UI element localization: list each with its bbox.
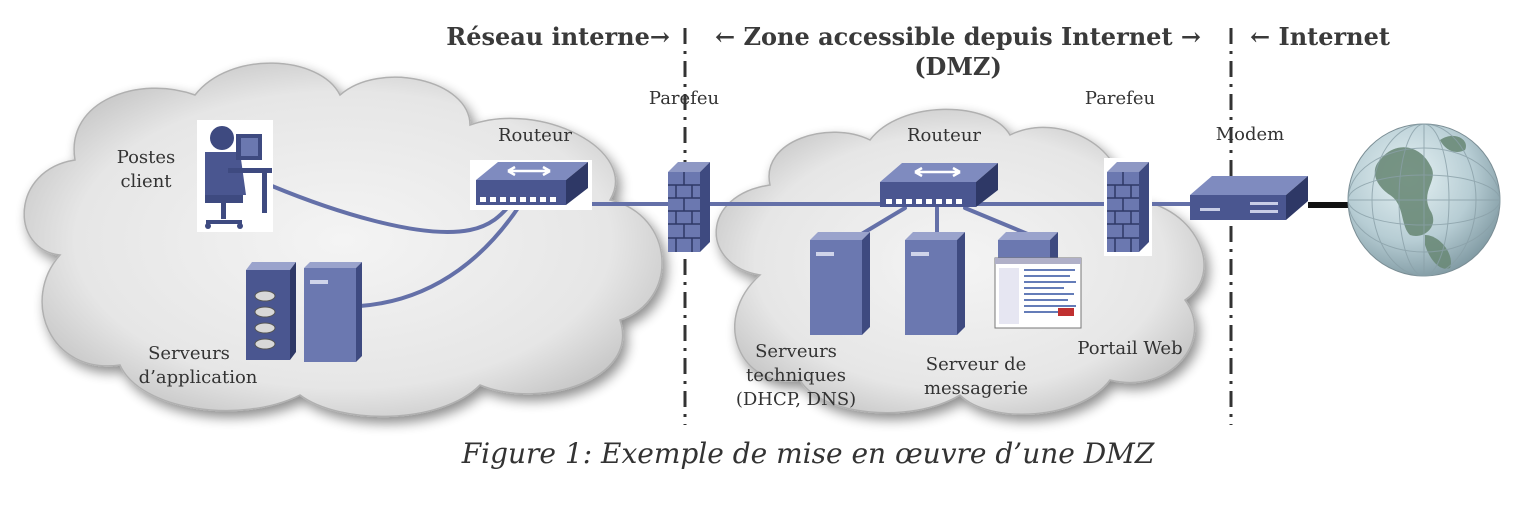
label-serveurs-techniques-line2: techniques — [746, 365, 846, 386]
label-modem: Modem — [1216, 124, 1285, 145]
cable-appserver-router — [358, 203, 522, 308]
label-serveurs-app-line2: d’application — [139, 367, 258, 388]
user-workstation-icon — [197, 120, 273, 232]
label-routeur-dmz: Routeur — [907, 125, 981, 146]
header-internal-network: Réseau interne→ — [446, 22, 670, 51]
header-dmz-line2: (DMZ) — [914, 52, 1002, 81]
header-internet: ← Internet — [1250, 22, 1390, 51]
label-parefeu-left: Parefeu — [649, 88, 719, 109]
modem-icon — [1190, 176, 1308, 220]
label-serveur-messagerie-line1: Serveur de — [926, 354, 1027, 375]
label-serveurs-app-line1: Serveurs — [148, 343, 230, 364]
server-icon-technical — [810, 232, 870, 335]
internal-network-cloud — [23, 62, 663, 418]
header-dmz-line1: ← Zone accessible depuis Internet → — [715, 22, 1201, 51]
cable-router-tech — [858, 206, 907, 237]
label-serveurs-techniques-line1: Serveurs — [755, 341, 837, 362]
figure-caption: Figure 1: Exemple de mise en œuvre d’une… — [461, 437, 1155, 470]
label-routeur-internal: Routeur — [498, 125, 572, 146]
label-portail-web: Portail Web — [1077, 338, 1182, 359]
label-serveur-messagerie-line2: messagerie — [924, 378, 1028, 399]
application-server-icon — [246, 262, 362, 362]
cable-router-web — [963, 206, 1032, 237]
label-postes-client-line1: Postes — [117, 147, 176, 168]
cable-workstation-router — [270, 184, 512, 234]
label-postes-client-line2: client — [120, 171, 172, 192]
web-page-icon — [994, 257, 1082, 329]
server-icon-mail — [905, 232, 965, 335]
label-serveurs-techniques-line3: (DHCP, DNS) — [736, 389, 856, 410]
firewall-icon-right — [1104, 158, 1152, 256]
router-icon-internal — [470, 160, 592, 210]
globe-icon — [1347, 123, 1501, 277]
firewall-icon-left — [668, 162, 710, 252]
router-icon-dmz — [880, 163, 998, 207]
label-parefeu-right: Parefeu — [1085, 88, 1155, 109]
network-cables — [270, 184, 1194, 308]
